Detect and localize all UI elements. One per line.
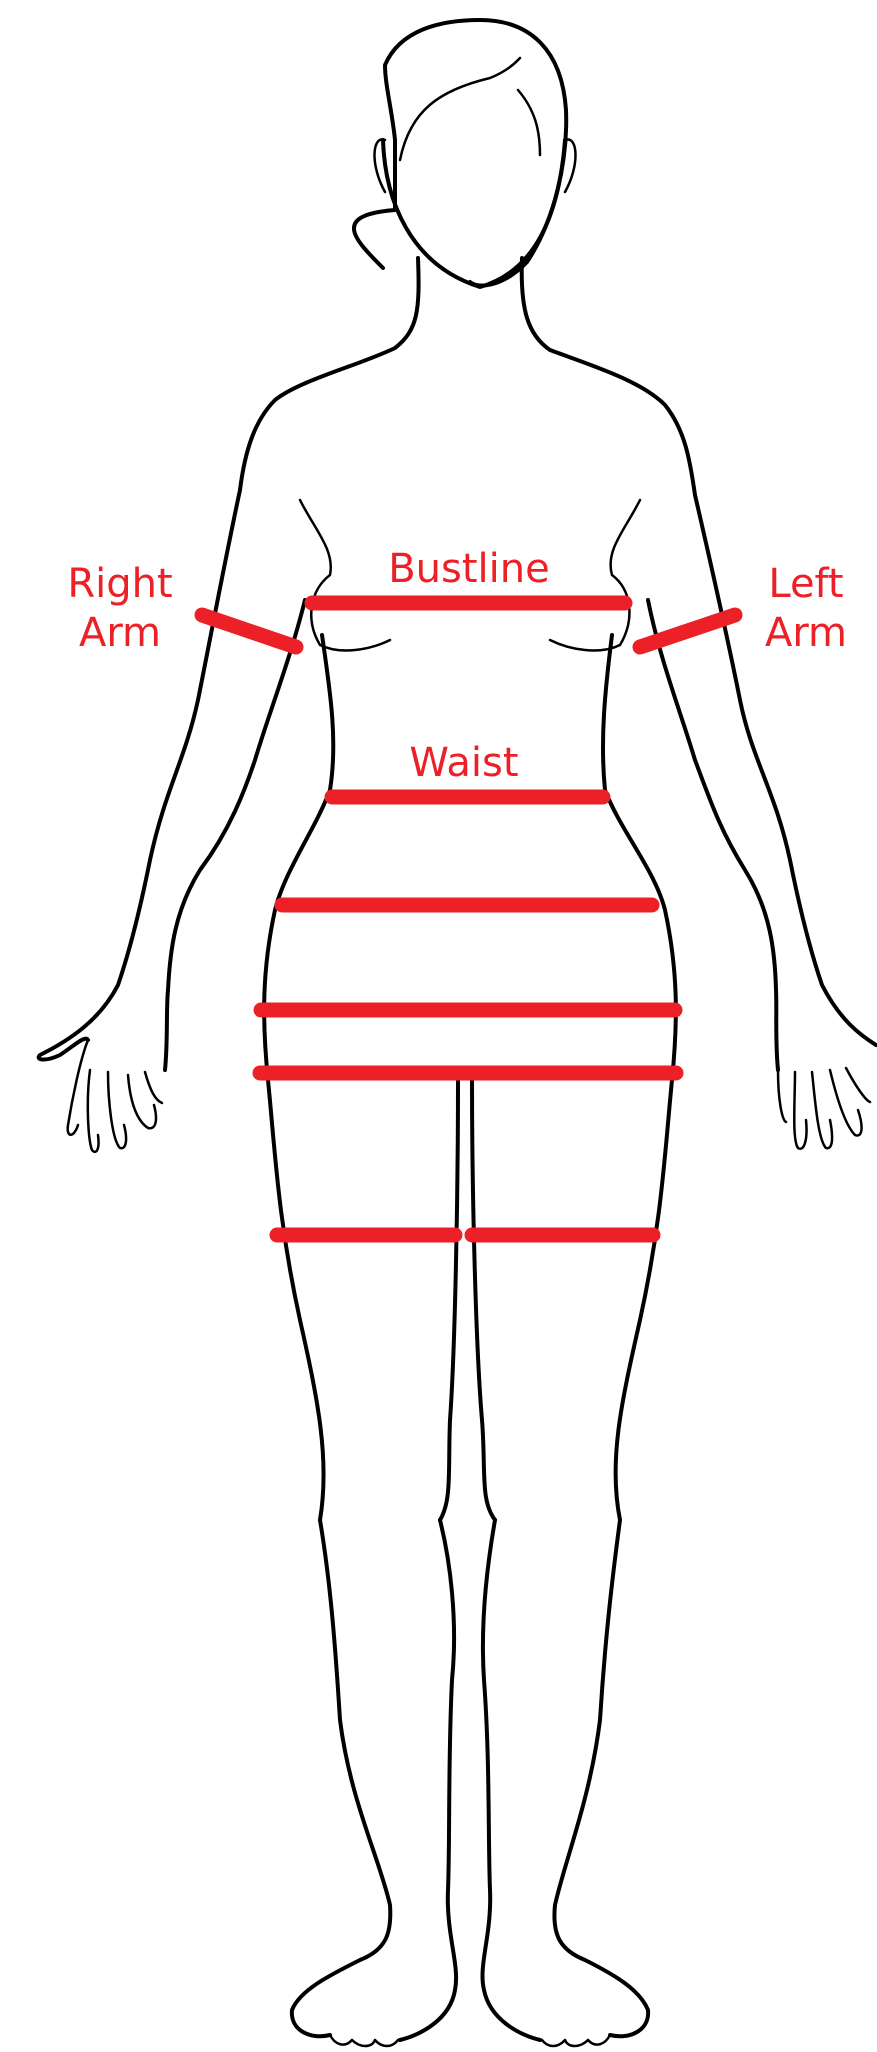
right-foot-toes [330, 2035, 398, 2046]
right-hand [68, 1040, 162, 1152]
left-hand [778, 1068, 870, 1149]
right-leg-inner [400, 1520, 456, 2040]
left-bust [550, 500, 640, 650]
crotch-left [472, 1080, 495, 1520]
face-outline [383, 140, 565, 287]
hair-strand [518, 90, 540, 155]
body-outline [39, 20, 876, 2046]
left-foot-toes [542, 2035, 610, 2046]
left-arm-label-line1: Left [768, 561, 843, 607]
right-bust [300, 500, 390, 650]
hair-line [400, 58, 520, 160]
right-leg-outer [292, 1520, 390, 2036]
left-leg-inner [482, 1520, 540, 2040]
neck-shoulders [240, 258, 419, 490]
right-arm-label-line2: Arm [79, 610, 161, 656]
right-arm-label-line1: Right [67, 561, 172, 607]
crotch [440, 1080, 458, 1520]
left-arm-label-line2: Arm [765, 610, 847, 656]
neck-shoulders-left [522, 258, 695, 495]
left-leg-outer [554, 1520, 648, 2036]
waist-label: Waist [409, 740, 518, 786]
right-arm-inner [165, 600, 305, 1070]
measurement-lines [202, 603, 735, 1235]
bustline-label: Bustline [388, 546, 550, 592]
right-arm-measure-line [202, 615, 296, 647]
left-arm-inner [648, 600, 778, 1070]
